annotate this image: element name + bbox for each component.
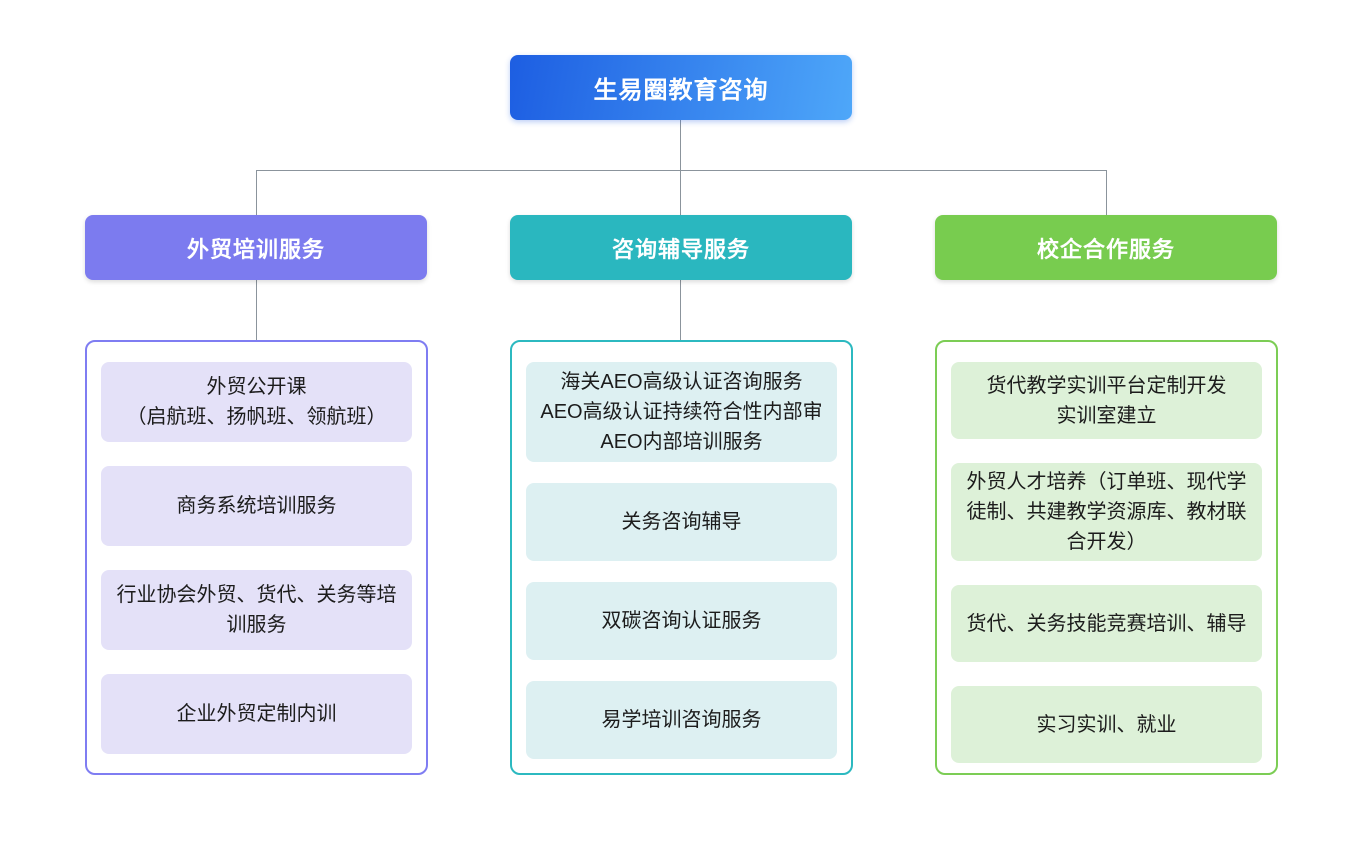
leaf-node[interactable]: 货代、关务技能竞赛培训、辅导 [951,585,1262,662]
leaf-node[interactable]: 易学培训咨询服务 [526,681,837,759]
connector-root-down [680,119,681,170]
leaf-label: 关务咨询辅导 [621,511,742,533]
branch-box-school-enterprise: 货代教学实训平台定制开发 实训室建立 外贸人才培养（订单班、现代学徒制、共建教学… [935,340,1278,775]
branch-box-trade-training: 外贸公开课 （启航班、扬帆班、领航班） 商务系统培训服务 行业协会外贸、货代、关… [85,340,428,775]
leaf-label: 海关AEO高级认证咨询服务 AEO高级认证持续符合性内部审 AEO内部培训服务 [540,371,823,453]
branch-box-consulting: 海关AEO高级认证咨询服务 AEO高级认证持续符合性内部审 AEO内部培训服务 … [510,340,853,775]
connector-drop-school [1106,170,1107,216]
connector-drop-consulting [680,170,681,216]
leaf-node[interactable]: 企业外贸定制内训 [101,674,412,754]
connector-consulting-to-box [680,280,681,341]
branch-header-consulting[interactable]: 咨询辅导服务 [510,215,852,280]
leaf-label: 商务系统培训服务 [176,495,337,517]
root-node[interactable]: 生易圈教育咨询 [510,55,852,120]
leaf-label: 双碳咨询认证服务 [601,610,762,632]
leaf-node[interactable]: 货代教学实训平台定制开发 实训室建立 [951,362,1262,439]
connector-horizontal-rail [256,170,1106,171]
leaf-label: 外贸公开课 （启航班、扬帆班、领航班） [126,376,387,428]
leaf-label: 实习实训、就业 [1036,713,1177,736]
leaf-label: 货代教学实训平台定制开发 实训室建立 [986,374,1227,427]
connector-drop-trade [256,170,257,216]
branch-header-label: 咨询辅导服务 [611,236,750,262]
leaf-label: 货代、关务技能竞赛培训、辅导 [966,612,1247,635]
leaf-label: 外贸人才培养（订单班、现代学徒制、共建教学资源库、教材联合开发） [966,471,1247,553]
leaf-node[interactable]: 双碳咨询认证服务 [526,582,837,660]
root-node-label: 生易圈教育咨询 [593,77,769,104]
branch-header-school-enterprise[interactable]: 校企合作服务 [935,215,1277,280]
branch-header-label: 校企合作服务 [1036,236,1175,262]
leaf-node[interactable]: 商务系统培训服务 [101,466,412,546]
leaf-label: 易学培训咨询服务 [601,709,762,731]
leaf-node[interactable]: 外贸公开课 （启航班、扬帆班、领航班） [101,362,412,442]
branch-header-trade-training[interactable]: 外贸培训服务 [85,215,427,280]
leaf-node[interactable]: 实习实训、就业 [951,686,1262,763]
leaf-node[interactable]: 海关AEO高级认证咨询服务 AEO高级认证持续符合性内部审 AEO内部培训服务 [526,362,837,462]
leaf-node[interactable]: 关务咨询辅导 [526,483,837,561]
leaf-label: 行业协会外贸、货代、关务等培训服务 [116,584,397,636]
leaf-label: 企业外贸定制内训 [176,703,337,725]
leaf-node[interactable]: 行业协会外贸、货代、关务等培训服务 [101,570,412,650]
branch-header-label: 外贸培训服务 [186,236,325,262]
leaf-node[interactable]: 外贸人才培养（订单班、现代学徒制、共建教学资源库、教材联合开发） [951,463,1262,561]
connector-trade-to-box [256,280,257,341]
